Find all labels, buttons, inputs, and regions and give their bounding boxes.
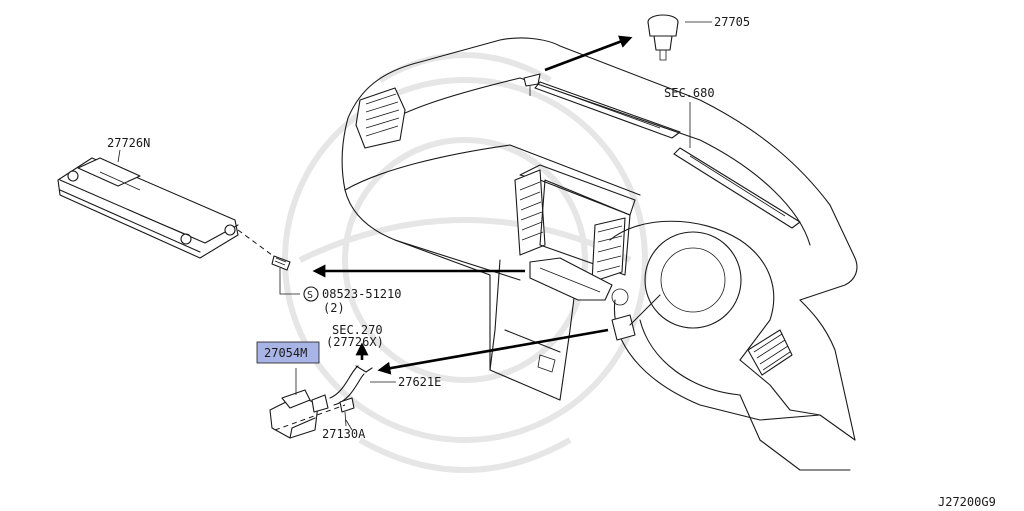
label-sec270-ref: (27726X) [326,335,384,349]
label-sec270: SEC.270 [332,323,383,337]
screw-08523-51210 [237,229,319,302]
clip-27130a [274,397,355,431]
diagram-id: J27200G9 [938,495,996,509]
label-27621e: 27621E [398,375,441,389]
aspirator-hose-27621e [329,365,396,406]
screw-symbol: S [307,290,313,301]
aspirator-27054m [269,368,329,439]
label-27705: 27705 [714,15,750,29]
callout-labels: 27705 SEC.680 27726N S 08523-51210 (2) S… [107,15,996,509]
label-sec680: SEC.680 [664,86,715,100]
instrument-panel-assembly [341,37,858,471]
highlight-box-27054m[interactable] [256,341,320,364]
label-27054m[interactable]: 27054M [264,346,307,360]
label-screw-code: 08523-51210 [322,287,401,301]
watermark-emblem [282,52,648,473]
label-27130a: 27130A [322,427,366,441]
label-screw-qty: (2) [323,301,345,315]
switch-panel-27726n [57,149,239,259]
reference-arrows [312,35,633,375]
sunload-sensor-27705 [523,14,712,96]
label-27726n: 27726N [107,136,150,150]
